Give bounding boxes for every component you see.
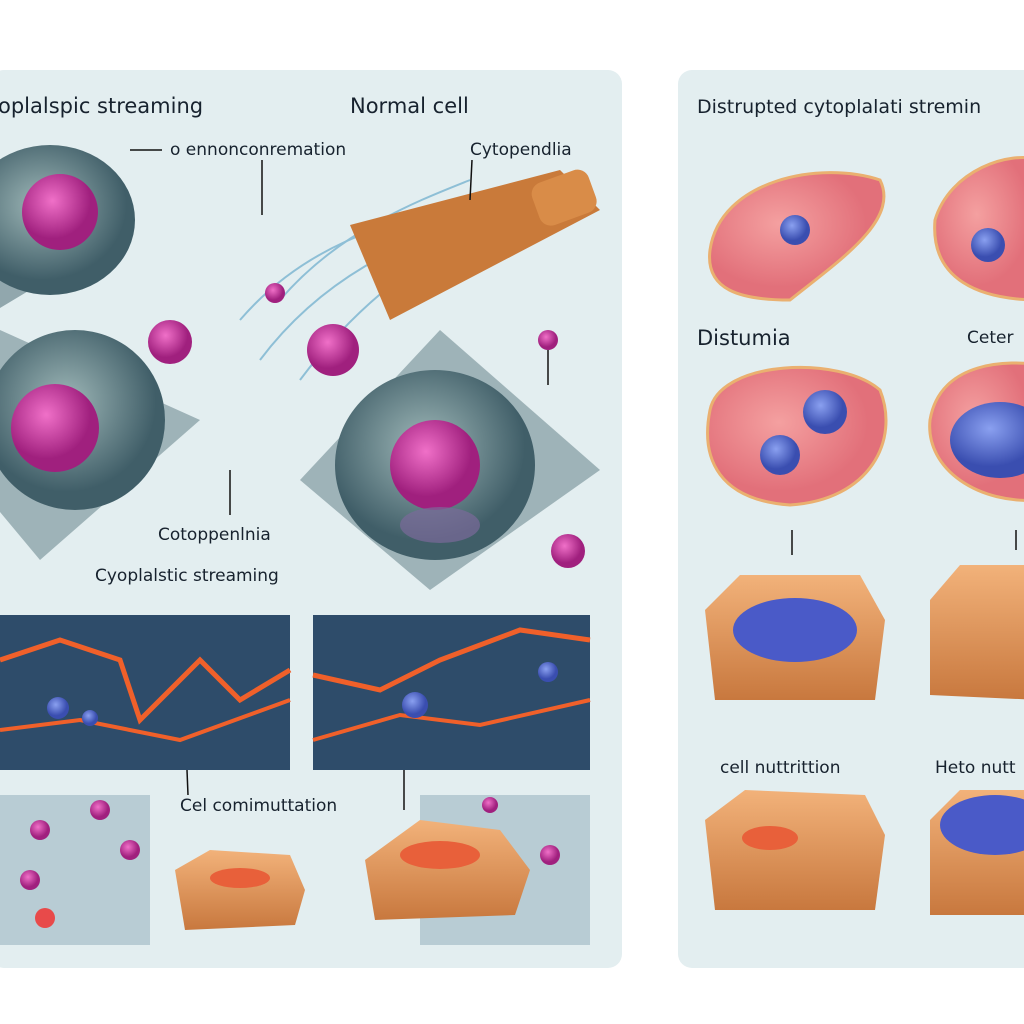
- label-cell-comimuttation: Cel comimuttation: [180, 796, 338, 816]
- floating-particles: [148, 283, 585, 568]
- tissue-block-medium: [365, 820, 530, 920]
- cell-culture-left: [0, 795, 150, 945]
- right-panel-title: Distrupted cytoplalati stremin: [697, 96, 982, 118]
- label-heto-nutt: Heto nutt: [935, 758, 1016, 778]
- wave-chart-left: [0, 615, 292, 770]
- label-ceter: Ceter: [967, 328, 1014, 348]
- left-panel-title: oplalspic streaming: [0, 94, 204, 118]
- label-cotoppenlnia: Cotoppenlnia: [158, 525, 271, 545]
- wooden-tube: [350, 169, 600, 320]
- down-arrows: [791, 530, 1017, 555]
- label-annotation-top: o ennonconremation: [170, 140, 347, 160]
- normal-cell-top-left: [0, 145, 135, 308]
- label-cytopendlia: Cytopendlia: [470, 140, 572, 160]
- label-cyoplalstic-streaming: Cyoplalstic streaming: [95, 566, 279, 586]
- disrupted-cell-2: [933, 156, 1024, 301]
- label-cell-nutrition: cell nuttrittion: [720, 758, 841, 778]
- label-distumia: Distumia: [697, 326, 791, 350]
- normal-cell-heading: Normal cell: [350, 94, 469, 118]
- tissue-blocks-right: [705, 565, 1024, 915]
- normal-cell-middle-left: [0, 330, 200, 560]
- disrupted-cell-4: [928, 361, 1024, 502]
- disrupted-cell-1: [708, 171, 886, 302]
- normal-cell-right: [300, 330, 600, 590]
- disrupted-cell-3: [706, 366, 888, 507]
- wave-chart-right: [312, 615, 591, 770]
- tissue-block-small: [175, 850, 305, 930]
